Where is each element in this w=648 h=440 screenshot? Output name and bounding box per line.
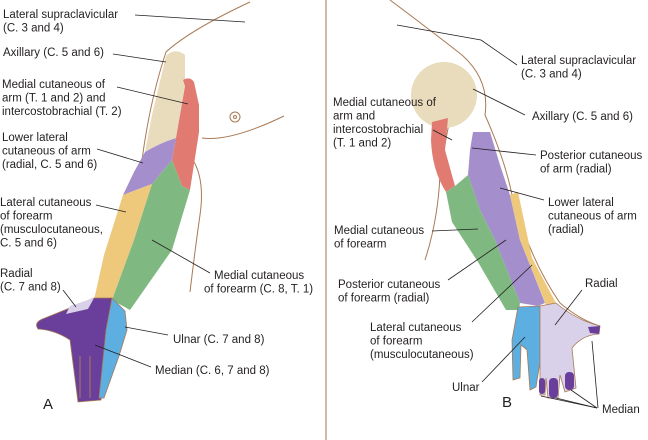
label-a-lateral-supraclavicular: Lateral supraclavicular (C. 3 and 4): [3, 9, 121, 35]
region-lower-lateral-cutaneous-arm: [123, 138, 176, 195]
label-b-posterior-cutaneous-arm: Posterior cutaneous of arm (radial): [540, 150, 646, 176]
label-b-lower-lateral-cutaneous-arm: Lower lateral cutaneous of arm (radial): [548, 197, 640, 236]
region-median-thumbtip: [588, 326, 600, 334]
panel-b-leaders: [396, 24, 599, 409]
finger-lines: [79, 356, 91, 398]
region-median-fingertip: [565, 372, 574, 390]
panel-a-arm: [36, 1, 285, 403]
label-a-radial: Radial (C. 7 and 8): [0, 268, 61, 294]
label-a-median: Median (C. 6, 7 and 8): [155, 365, 270, 377]
region-medial-cutaneous-arm: [172, 78, 199, 190]
region-radial-hand: [66, 298, 94, 314]
panel-b-letter: B: [502, 394, 512, 411]
region-median-fingertip: [549, 378, 558, 398]
region-ulnar-hand-b: [511, 305, 541, 391]
region-medial-cutaneous-arm-b: [431, 118, 455, 192]
region-lateral-cutaneous-forearm: [94, 184, 152, 300]
region-axillary: [145, 51, 185, 153]
arm-outline-lateral-b: [389, 0, 601, 327]
label-a-lower-lateral-cutaneous-arm: Lower lateral cutaneous of arm (radial, …: [2, 132, 97, 171]
torso-outline: [189, 159, 202, 293]
panel-a-labels: Lateral supraclavicular (C. 3 and 4) Axi…: [0, 9, 313, 413]
label-b-medial-cutaneous-forearm: Medial cutaneous of forearm: [334, 225, 427, 251]
region-medial-cutaneous-forearm: [112, 160, 190, 310]
region-medial-cutaneous-forearm-b: [446, 175, 520, 310]
chest-outline: [201, 115, 285, 139]
label-b-lateral-supraclavicular: Lateral supraclavicular (C. 3 and 4): [521, 55, 639, 81]
label-b-medial-cutaneous-arm: Medial cutaneous of arm and intercostobr…: [333, 97, 439, 150]
label-a-medial-cutaneous-forearm: Medial cutaneous of forearm (C. 8, T. 1): [204, 270, 313, 296]
label-a-medial-cutaneous-arm: Medial cutaneous of arm (T. 1 and 2) and…: [2, 79, 122, 118]
nipple: [229, 111, 241, 123]
label-b-posterior-cutaneous-forearm: Posterior cutaneous of forearm (radial): [338, 279, 444, 305]
label-a-ulnar: Ulnar (C. 7 and 8): [173, 334, 265, 346]
nipple-center: [233, 115, 237, 119]
label-b-lateral-cutaneous-forearm: Lateral cutaneous of forearm (musculocut…: [370, 322, 474, 361]
label-b-radial: Radial: [585, 278, 618, 290]
panel-a-letter: A: [43, 396, 53, 413]
panel-b-arm: [389, 0, 601, 399]
region-axillary-b: [411, 62, 477, 128]
label-b-median: Median: [602, 404, 640, 416]
panel-a-leaders: [62, 14, 246, 368]
label-b-axillary: Axillary (C. 5 and 6): [532, 111, 633, 123]
region-median-fingertip: [539, 378, 545, 394]
region-posterior-cutaneous-arm-b: [468, 132, 545, 306]
panel-b-labels: Lateral supraclavicular (C. 3 and 4) Axi…: [333, 55, 646, 416]
label-a-axillary: Axillary (C. 5 and 6): [3, 47, 104, 59]
region-ulnar-hand: [98, 297, 128, 399]
region-median-hand: [36, 297, 113, 403]
label-a-lateral-cutaneous-forearm: Lateral cutaneous of forearm (musculocut…: [0, 197, 106, 250]
label-b-ulnar: Ulnar: [452, 382, 480, 394]
region-lateral-cutaneous-forearm-b: [510, 192, 556, 305]
